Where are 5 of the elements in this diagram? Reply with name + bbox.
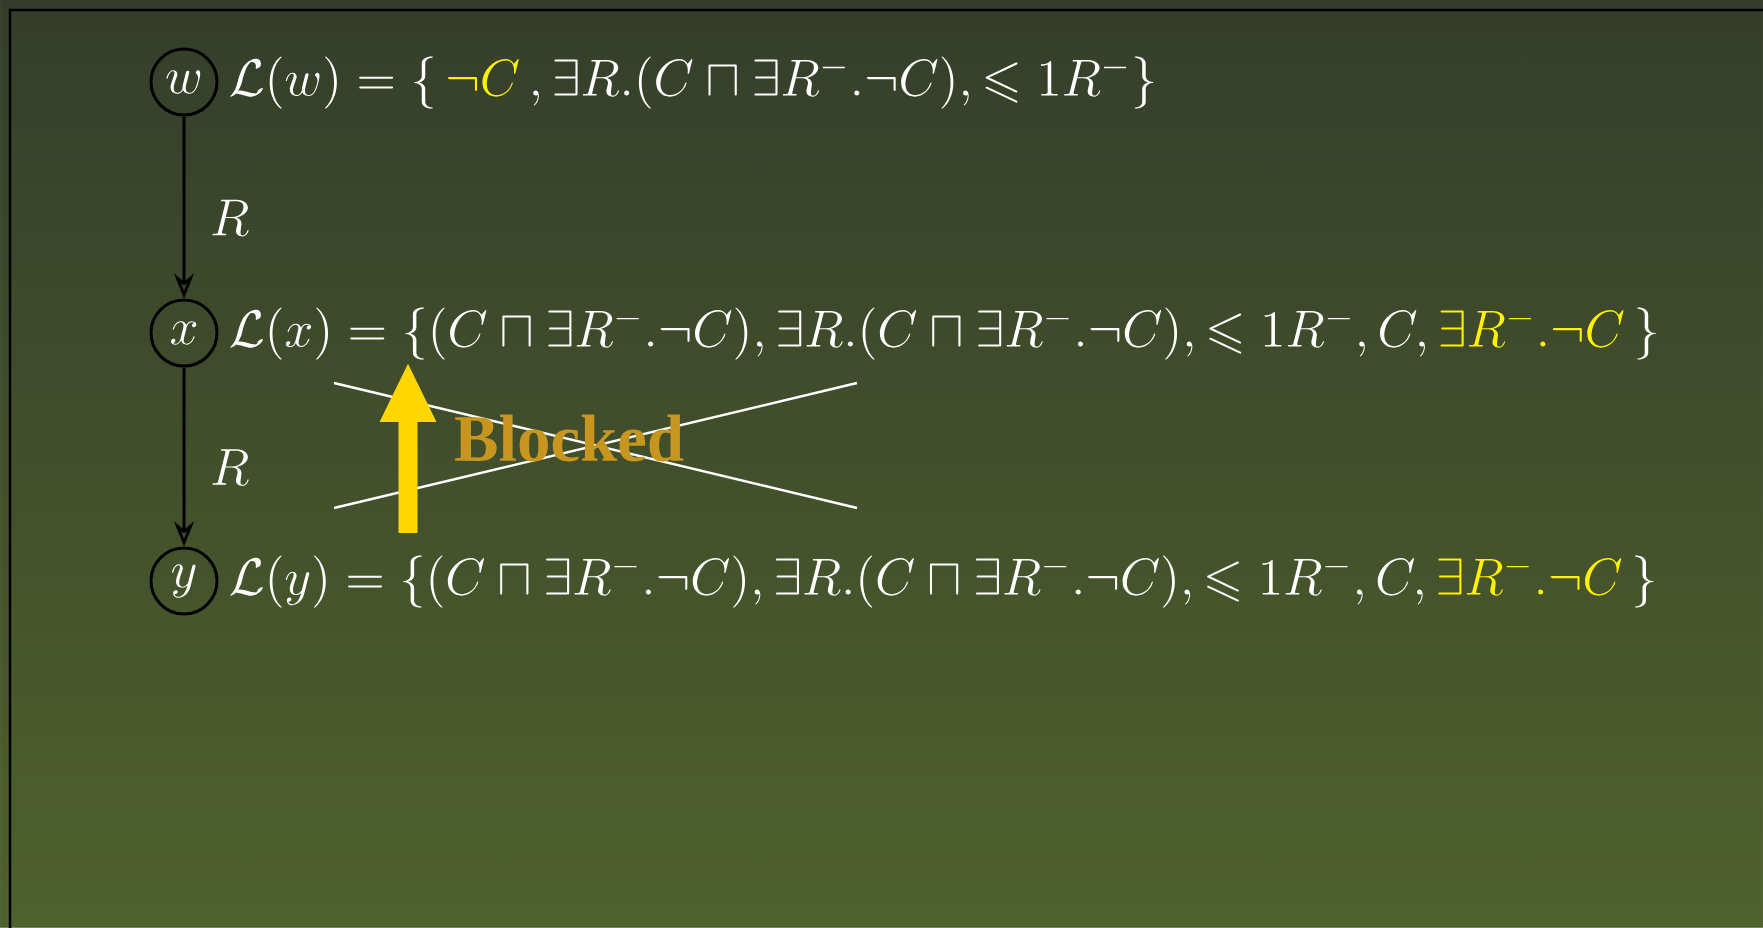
label-formula: $\mathcal{L}(x) = \{(C \sqcap \exists R^{-}.\neg C), \exists R.(C \sqcap \exists R^{-}.\neg C), \leqslant 1 R^{-}, C,$ $\exists R^{-}.\neg C$ $\}$ xyxy=(230,307,1656,360)
edge-label: $R$ xyxy=(212,449,249,486)
label-formula: $\mathcal{L}(w) = \{$ $\neg C$ $, \exists R.(C \sqcap \exists R^{-}.\neg C), \leqslant 1 R^{-}\}$ xyxy=(230,56,1154,109)
edge-label: $R$ xyxy=(212,199,249,237)
label-formula: $\mathcal{L}(y) = \{(C \sqcap \exists R^{-}.\neg C), \exists R.(C \sqcap \exists R^{-}.\neg C), \leqslant 1 R^{-}, C,$ $\exists R^{-}.\neg C$ $\}$ xyxy=(230,555,1654,608)
